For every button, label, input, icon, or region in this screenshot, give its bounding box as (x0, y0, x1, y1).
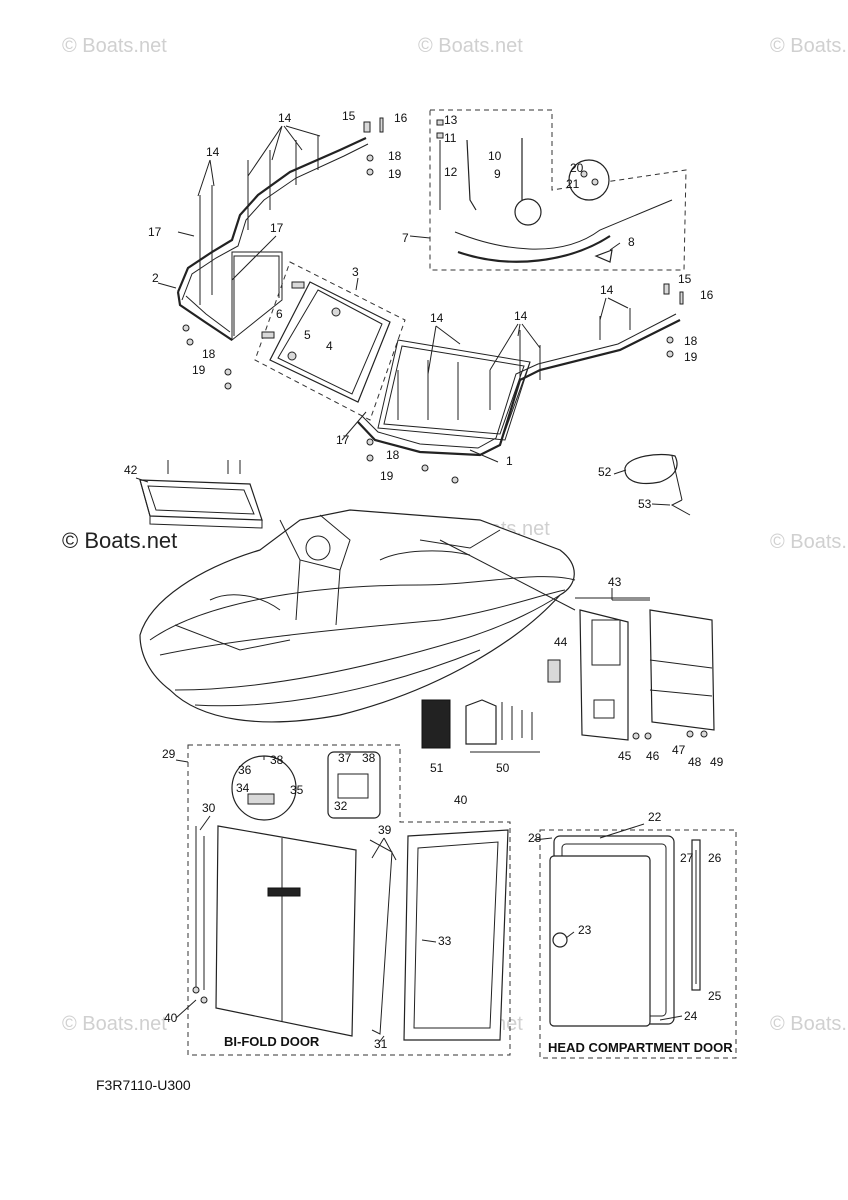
callout-24: 24 (684, 1009, 698, 1023)
head-compartment-group: HEAD COMPARTMENT DOOR (539, 829, 737, 1059)
caption-head-compartment-door: HEAD COMPARTMENT DOOR (548, 1040, 733, 1055)
callout-13: 13 (444, 113, 458, 127)
callout-26: 26 (708, 851, 722, 865)
callout-16b: 16 (700, 288, 714, 302)
callout-6: 6 (276, 307, 283, 321)
callout-11: 11 (444, 131, 457, 145)
callout-15a: 15 (342, 109, 356, 123)
callout-48: 48 (688, 755, 702, 769)
callout-3: 3 (352, 265, 359, 279)
callout-27: 27 (680, 851, 694, 865)
callout-36: 36 (238, 763, 252, 777)
windshield-right-panel (357, 313, 681, 457)
callout-40a: 40 (454, 793, 468, 807)
callout-42: 42 (124, 463, 138, 477)
watermark-top-left: © Boats.net (62, 35, 167, 57)
callout-52: 52 (598, 465, 612, 479)
callout-19d: 19 (684, 350, 698, 364)
mirror-assembly (624, 453, 691, 516)
callout-46: 46 (646, 749, 660, 763)
callout-17c: 17 (336, 433, 350, 447)
callout-25: 25 (708, 989, 722, 1003)
callout-20: 20 (570, 161, 584, 175)
bifold-door-group: BI-FOLD DOOR (187, 744, 511, 1056)
windshield-hardware (182, 117, 684, 484)
callout-2: 2 (152, 271, 159, 285)
callout-14a: 14 (278, 111, 292, 125)
figure-code: F3R7110-U300 (96, 1077, 191, 1093)
callout-19a: 19 (388, 167, 402, 181)
callout-32: 32 (334, 799, 348, 813)
callout-14c: 14 (430, 311, 444, 325)
callout-31: 31 (374, 1037, 388, 1051)
callout-33: 33 (438, 934, 452, 948)
boat-hull (139, 509, 576, 723)
callout-18a: 18 (388, 149, 402, 163)
callout-44: 44 (554, 635, 568, 649)
callout-18b: 18 (202, 347, 216, 361)
callout-34: 34 (236, 781, 250, 795)
callout-19b: 19 (192, 363, 206, 377)
tool-kit (421, 699, 540, 753)
callout-7: 7 (402, 231, 409, 245)
callout-4: 4 (326, 339, 333, 353)
callout-29: 29 (162, 747, 176, 761)
callout-5: 5 (304, 328, 311, 342)
callout-40b: 40 (164, 1011, 178, 1025)
callout-38a: 38 (270, 753, 284, 767)
callout-10: 10 (488, 149, 502, 163)
callout-19c: 19 (380, 469, 394, 483)
windshield-center-frame (254, 261, 406, 421)
callout-18d: 18 (684, 334, 698, 348)
grab-bar-inset (429, 109, 687, 271)
callout-35: 35 (290, 783, 304, 797)
callout-numbers: 1 2 3 4 5 6 7 8 9 10 11 12 13 14 14 14 1… (124, 109, 724, 1051)
callout-16a: 16 (394, 111, 408, 125)
leader-lines (135, 125, 683, 1045)
callout-43: 43 (608, 575, 622, 589)
callout-28: 28 (528, 831, 542, 845)
callout-23: 23 (578, 923, 592, 937)
watermark-top-center: © Boats.net (418, 35, 523, 57)
callout-49: 49 (710, 755, 724, 769)
locker-assembly (547, 597, 715, 741)
callout-39: 39 (378, 823, 392, 837)
callout-14e: 14 (600, 283, 614, 297)
callout-38b: 38 (362, 751, 376, 765)
callout-45: 45 (618, 749, 632, 763)
callout-8: 8 (628, 235, 635, 249)
callout-17a: 17 (148, 225, 162, 239)
callout-51: 51 (430, 761, 444, 775)
callout-15b: 15 (678, 272, 692, 286)
callout-37: 37 (338, 751, 352, 765)
watermark-bottom-left: © Boats.net (62, 1013, 167, 1035)
callout-1: 1 (506, 454, 513, 468)
callout-14d: 14 (514, 309, 528, 323)
callout-9: 9 (494, 167, 501, 181)
storage-tray (139, 460, 263, 529)
callout-21: 21 (566, 177, 580, 191)
caption-bifold-door: BI-FOLD DOOR (224, 1034, 320, 1049)
callout-30: 30 (202, 801, 216, 815)
callout-53: 53 (638, 497, 652, 511)
callout-22: 22 (648, 810, 662, 824)
watermark-bottom-right: © Boats.net (770, 1013, 848, 1035)
watermark-top-right: © Boats.net (770, 35, 848, 57)
callout-12: 12 (444, 165, 458, 179)
callout-47: 47 (672, 743, 686, 757)
watermark-mid-right: © Boats.net (770, 531, 848, 553)
callout-17b: 17 (270, 221, 284, 235)
callout-14b: 14 (206, 145, 220, 159)
watermark-dark: © Boats.net (62, 528, 177, 553)
callout-50: 50 (496, 761, 510, 775)
callout-18c: 18 (386, 448, 400, 462)
